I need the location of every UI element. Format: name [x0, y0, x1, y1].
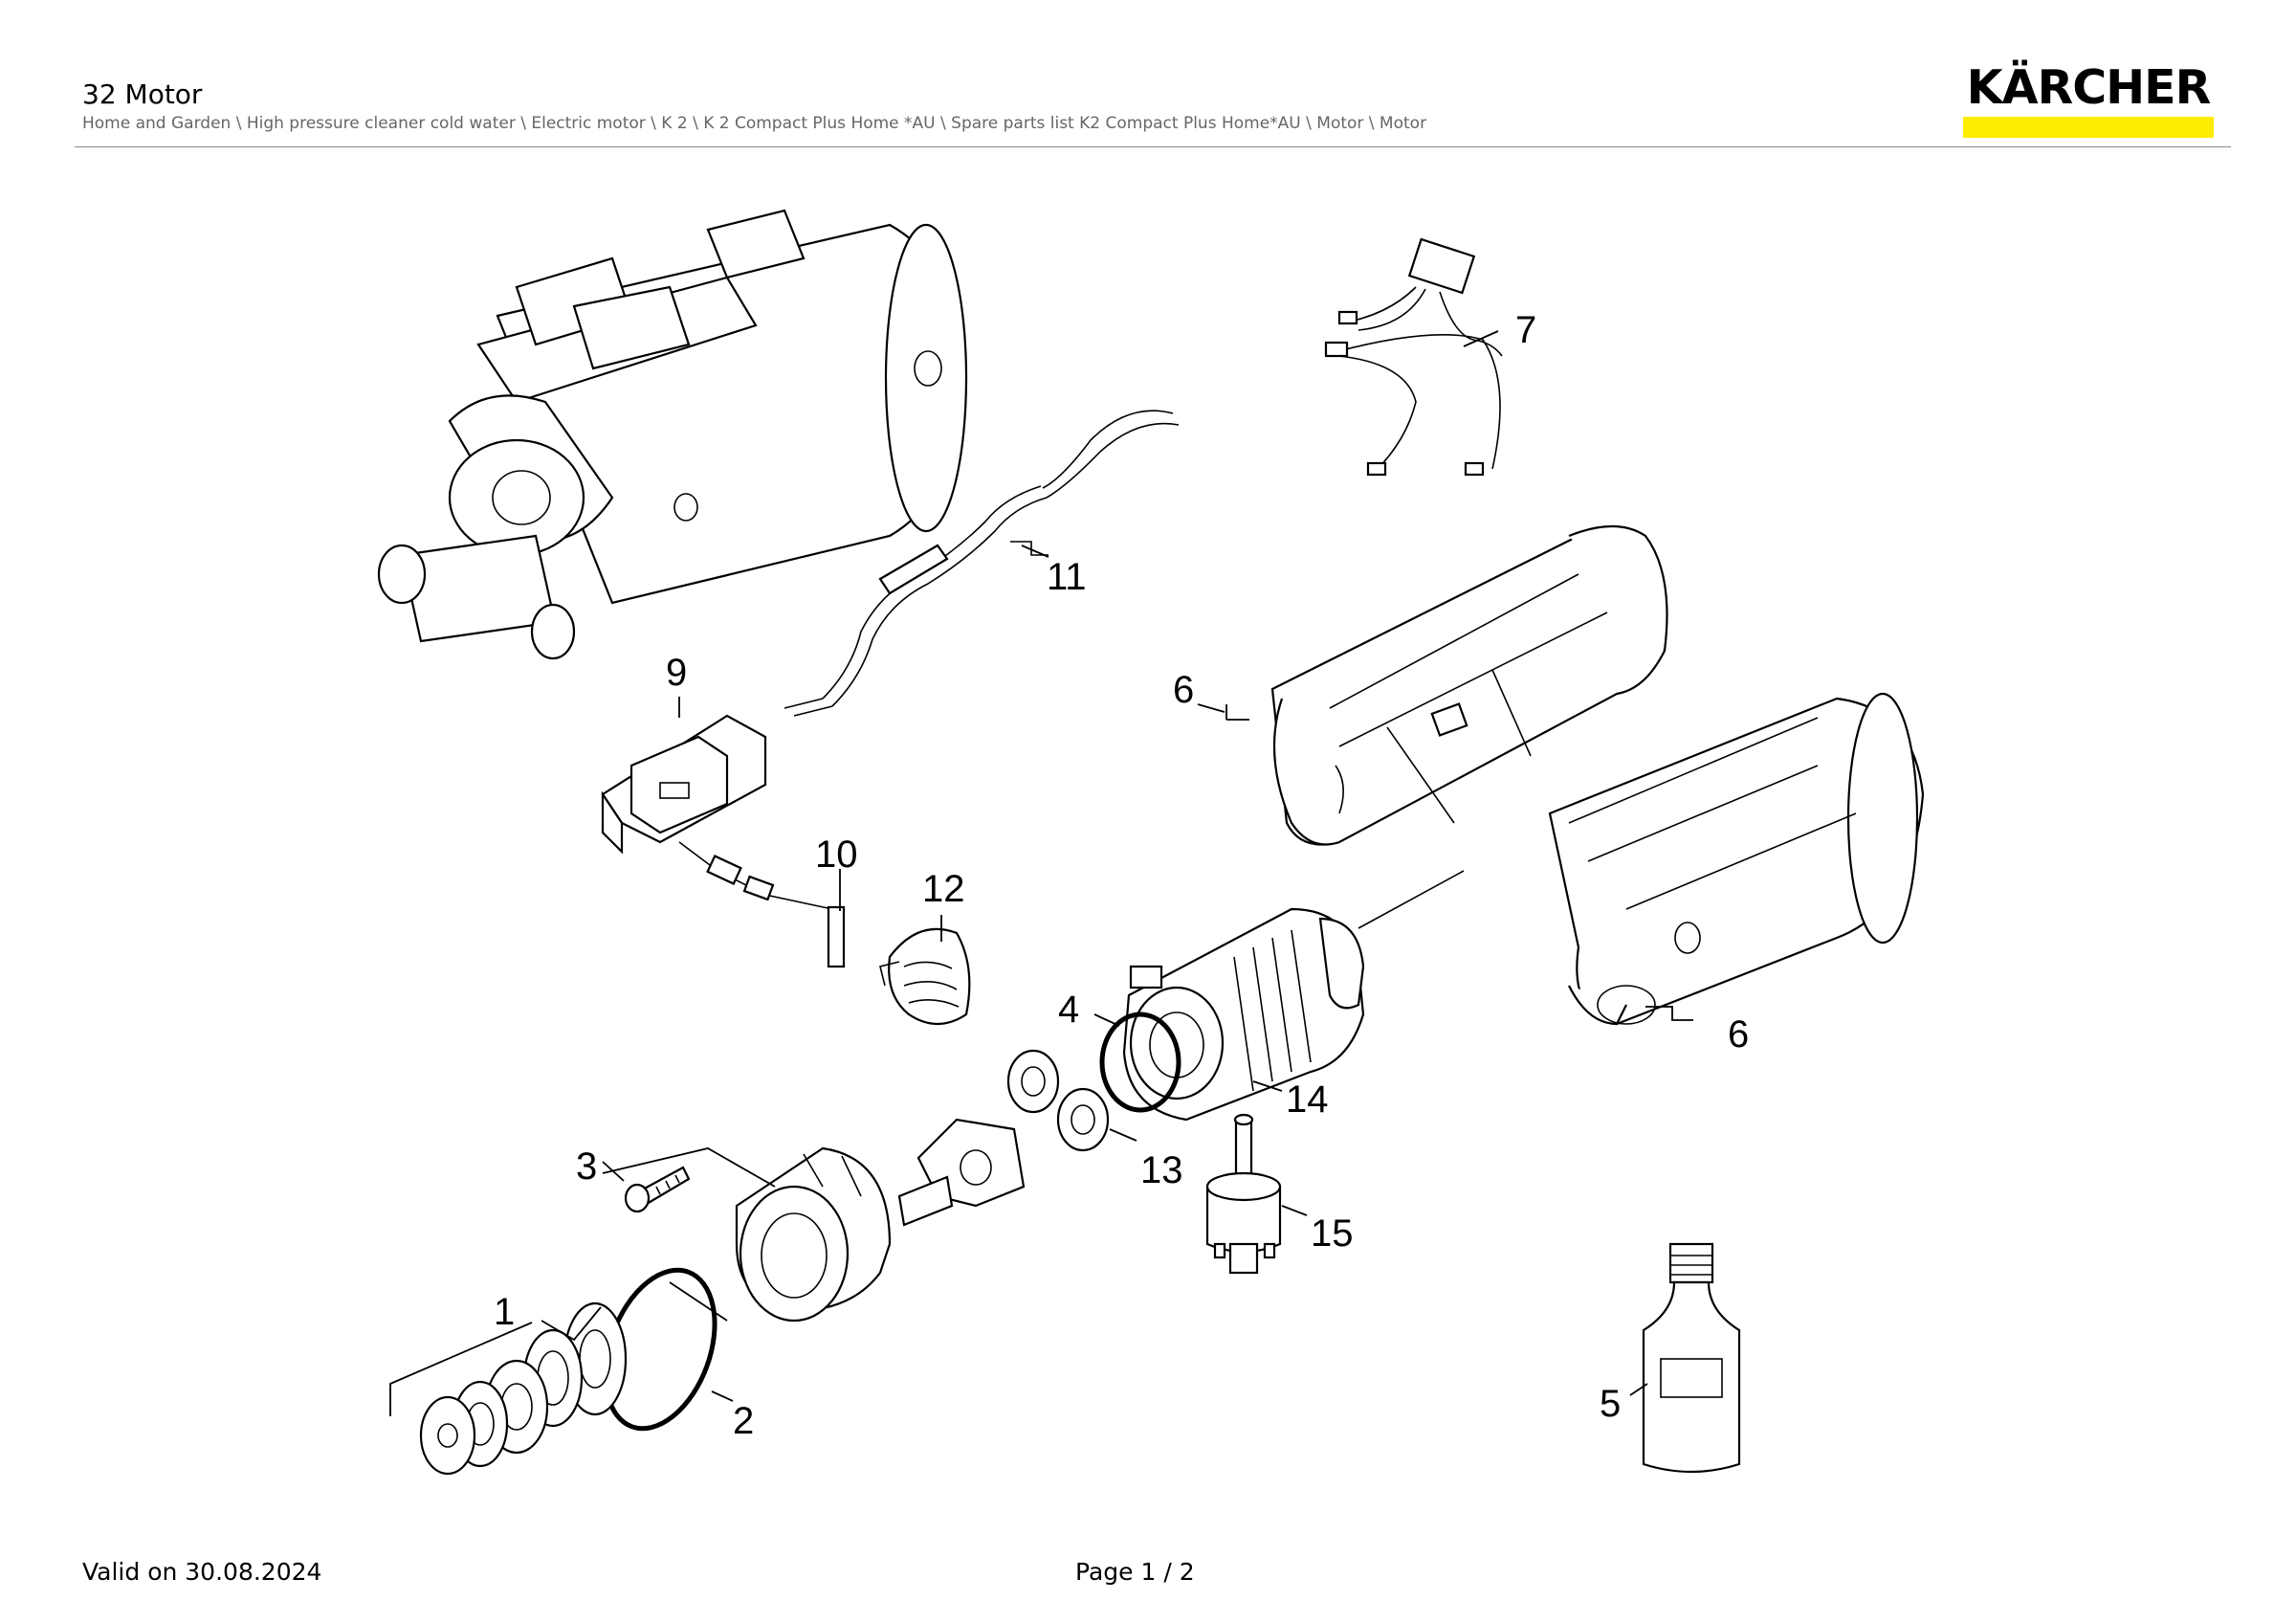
- callout-11: 11: [1047, 556, 1087, 598]
- pump-housing: [735, 1146, 892, 1323]
- leader-lines: [389, 330, 1693, 1416]
- callout-1: 1: [494, 1291, 515, 1333]
- callout-14: 14: [1286, 1078, 1329, 1121]
- logo-wordmark: KÄRCHER: [1966, 60, 2212, 115]
- callout-7: 7: [1515, 309, 1536, 351]
- part-10-sensor: [678, 841, 846, 968]
- callout-5: 5: [1600, 1383, 1621, 1425]
- page-number: Page 1 / 2: [1075, 1558, 1195, 1586]
- callout-2: 2: [733, 1400, 754, 1442]
- callout-9: 9: [666, 652, 687, 694]
- callout-6a: 6: [1173, 669, 1194, 711]
- karcher-logo: KÄRCHER: [1963, 63, 2214, 138]
- part-1-bearing-set: [419, 1301, 628, 1476]
- breadcrumb: Home and Garden \ High pressure cleaner …: [82, 114, 1427, 133]
- assembled-unit-illustration: [377, 209, 968, 660]
- page-title: 32 Motor: [82, 78, 203, 110]
- part-12-knob: [879, 927, 971, 1025]
- callout-13: 13: [1140, 1149, 1183, 1191]
- callout-6b: 6: [1728, 1013, 1749, 1056]
- part-6-housing-upper: [1270, 524, 1668, 846]
- part-14-motor: [1122, 870, 1465, 1122]
- part-9-switch: [601, 714, 767, 855]
- part-13-gears: [897, 1049, 1110, 1227]
- part-15-pulley: [1205, 1113, 1282, 1275]
- callout-10: 10: [815, 834, 858, 876]
- callout-3: 3: [576, 1145, 597, 1188]
- valid-date: Valid on 30.08.2024: [82, 1558, 322, 1586]
- callout-12: 12: [922, 868, 965, 910]
- logo-yellow-bar: [1963, 117, 2214, 138]
- part-3-screw: [624, 1166, 691, 1213]
- part-4-o-ring: [1099, 1012, 1181, 1113]
- part-6-housing-lower: [1548, 692, 1925, 1026]
- part-7-wiring-harness: [1324, 237, 1503, 477]
- part-11-power-cable: [784, 410, 1180, 717]
- callout-15: 15: [1311, 1212, 1354, 1255]
- callout-4: 4: [1058, 989, 1079, 1031]
- header-divider: [75, 146, 2231, 147]
- part-5-oil-bottle: [1642, 1242, 1741, 1474]
